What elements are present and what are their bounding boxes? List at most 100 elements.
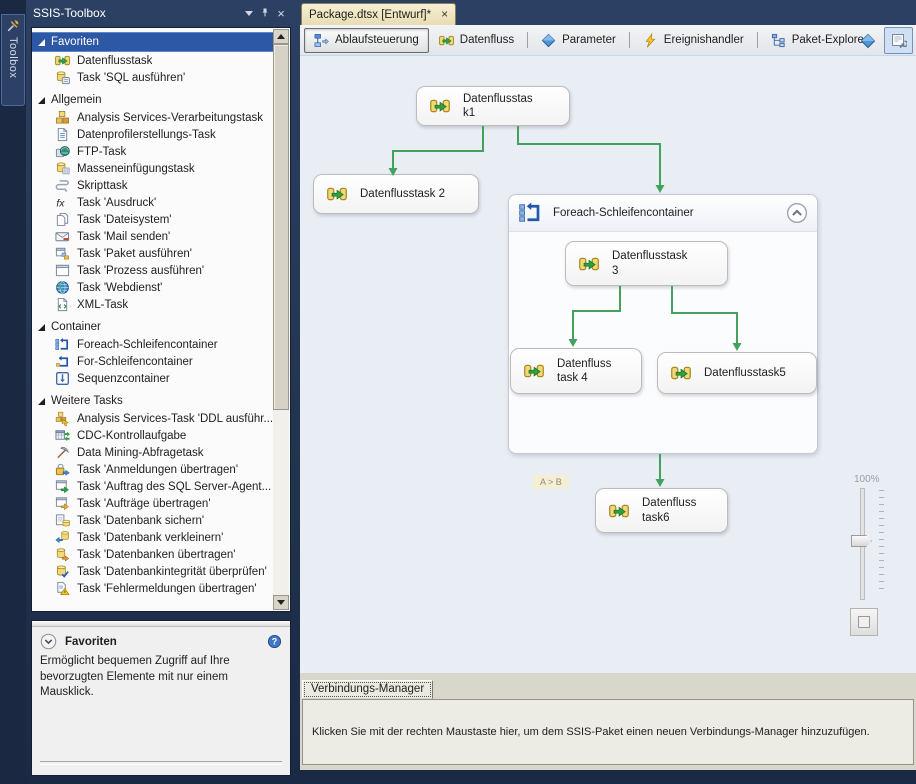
toolbox-item-sequenzcontainer[interactable]: Sequenzcontainer xyxy=(32,370,273,387)
toolbox-close-button[interactable]: × xyxy=(273,5,289,21)
toolbox-item-task-sql-ausführen[interactable]: Task 'SQL ausführen' xyxy=(32,69,273,86)
toolbox-item-task-paket-ausführen[interactable]: Task 'Paket ausführen' xyxy=(32,245,273,262)
tab-ablaufsteuerung[interactable]: Ablaufsteuerung xyxy=(304,27,429,53)
document-close-icon[interactable]: × xyxy=(441,7,449,21)
tab-datenfluss[interactable]: Datenfluss xyxy=(429,28,524,53)
toolbox-scrollbar[interactable] xyxy=(273,29,289,610)
db-check-icon xyxy=(55,564,70,579)
toolbox-item-label: Datenflusstask xyxy=(77,54,153,67)
toolbox-item-task-datenbank-sichern[interactable]: Task 'Datenbank sichern' xyxy=(32,512,273,529)
toolbox-item-label: Task 'Dateisystem' xyxy=(77,213,172,226)
scroll-down-button[interactable] xyxy=(273,595,289,610)
dataflow-icon xyxy=(521,361,547,381)
zoom-tick xyxy=(879,518,884,519)
toolbox-section-weitere-tasks[interactable]: Weitere Tasks xyxy=(32,392,273,410)
toolbox-item-task-aufträge-übertragen[interactable]: Task 'Aufträge übertragen' xyxy=(32,495,273,512)
toolbox-item-task-webdienst[interactable]: Task 'Webdienst' xyxy=(32,279,273,296)
collapse-chevron-icon[interactable] xyxy=(40,633,57,650)
diamond-icon xyxy=(860,33,876,49)
toolbox-item-datenflusstask[interactable]: Datenflusstask xyxy=(32,52,273,69)
parameters-toolbar-button[interactable] xyxy=(853,27,882,54)
toolbox-item-label: Task 'Datenbanken übertragen' xyxy=(77,548,236,561)
tab-parameter[interactable]: Parameter xyxy=(531,28,626,53)
toolbox-item-foreach-schleifencontainer[interactable]: Foreach-Schleifencontainer xyxy=(32,336,273,353)
toolbox-item-task-datenbank-verkleinern[interactable]: Task 'Datenbank verkleinern' xyxy=(32,529,273,546)
precedence-connector-2[interactable] xyxy=(517,126,661,186)
toolbox-item-xml-task[interactable]: XML-Task xyxy=(32,296,273,313)
connection-manager-panel[interactable]: Klicken Sie mit der rechten Maustaste hi… xyxy=(302,699,914,765)
help-icon[interactable] xyxy=(267,634,282,649)
scrollbar-thumb[interactable] xyxy=(273,44,289,410)
toolbox-item-analysis-services-task-ddl-ausführ[interactable]: Analysis Services-Task 'DDL ausführ... xyxy=(32,410,273,427)
toolbox-item-task-auftrag-des-sql-server-agent[interactable]: Task 'Auftrag des SQL Server-Agent... xyxy=(32,478,273,495)
toolbox-item-task-dateisystem[interactable]: Task 'Dateisystem' xyxy=(32,211,273,228)
toolbox-item-label: Data Mining-Abfragetask xyxy=(77,446,204,459)
toolbox-item-label: Skripttask xyxy=(77,179,128,192)
design-surface[interactable]: Foreach-Schleifencontainer A > B 100% Da… xyxy=(300,55,916,673)
container-title: Foreach-Schleifencontainer xyxy=(553,207,694,219)
connection-manager-tab[interactable]: Verbindungs-Manager xyxy=(302,680,434,699)
toolbox-item-ftp-task[interactable]: FTP-Task xyxy=(32,143,273,160)
zoom-tick xyxy=(879,574,884,575)
foreach-loop-container[interactable]: Foreach-Schleifencontainer xyxy=(508,194,818,454)
zoom-control: 100% xyxy=(848,474,894,636)
toolbox-section-allgemein[interactable]: Allgemein xyxy=(32,91,273,109)
zoom-slider[interactable] xyxy=(848,488,894,600)
toolbox-item-label: Analysis Services-Verarbeitungstask xyxy=(77,111,263,124)
section-label: Favoriten xyxy=(51,36,99,48)
controlflow-icon xyxy=(314,33,329,48)
toolbox-pin-button[interactable] xyxy=(257,5,273,21)
tab-paket-explorer[interactable]: Paket-Explorer xyxy=(761,28,878,53)
toolbox-item-skripttask[interactable]: Skripttask xyxy=(32,177,273,194)
scroll-up-icon xyxy=(277,34,285,39)
toolbox-section-container[interactable]: Container xyxy=(32,318,273,336)
toolbox-item-masseneinfügungstask[interactable]: Masseneinfügungstask xyxy=(32,160,273,177)
description-header: Favoriten xyxy=(32,627,290,652)
connector-arrowhead xyxy=(655,479,665,487)
designer-toolbar-right xyxy=(853,27,913,54)
tab-label: Datenfluss xyxy=(459,34,515,46)
container-header[interactable]: Foreach-Schleifencontainer xyxy=(509,195,817,232)
dataflow-task-5[interactable]: Datenflusstask5 xyxy=(657,352,817,394)
dataflow-icon xyxy=(668,363,694,383)
toolbox-item-task-mail-senden[interactable]: Task 'Mail senden' xyxy=(32,228,273,245)
toolbox-section-favoriten[interactable]: Favoriten xyxy=(32,32,273,52)
toolbox-menu-button[interactable] xyxy=(241,5,257,21)
zoom-slider-thumb[interactable] xyxy=(851,535,872,547)
tab-ereignishandler[interactable]: Ereignishandler xyxy=(633,28,754,53)
fit-to-window-icon xyxy=(858,616,870,628)
toolbox-item-task-datenbankintegrität-überprüfen[interactable]: Task 'Datenbankintegrität überprüfen' xyxy=(32,563,273,580)
toolbox-item-datenprofilerstellungs-task[interactable]: Datenprofilerstellungs-Task xyxy=(32,126,273,143)
document-tab-package[interactable]: Package.dtsx [Entwurf]* × xyxy=(301,3,457,25)
scroll-up-button[interactable] xyxy=(273,29,289,44)
toolbox-item-task-prozess-ausführen[interactable]: Task 'Prozess ausführen' xyxy=(32,262,273,279)
toolbox-item-data-mining-abfragetask[interactable]: Data Mining-Abfragetask xyxy=(32,444,273,461)
toolbox-vertical-tab[interactable]: Toolbox xyxy=(1,14,25,106)
dataflow-icon xyxy=(55,53,70,68)
dataflow-task-2[interactable]: Datenflusstask 2 xyxy=(313,174,479,214)
doc-icon xyxy=(55,127,70,142)
panel-splitter[interactable] xyxy=(32,621,290,627)
toolbox-item-task-ausdruck[interactable]: Task 'Ausdruck' xyxy=(32,194,273,211)
pin-icon xyxy=(259,7,271,19)
toolbox-item-cdc-kontrollaufgabe[interactable]: CDC-Kontrollaufgabe xyxy=(32,427,273,444)
toolbox-item-task-datenbanken-übertragen[interactable]: Task 'Datenbanken übertragen' xyxy=(32,546,273,563)
zoom-tick xyxy=(879,504,884,505)
zoom-fit-button[interactable] xyxy=(850,608,878,636)
zoom-tick xyxy=(879,560,884,561)
precedence-connector-1[interactable] xyxy=(392,126,484,169)
container-collapse-button[interactable] xyxy=(786,202,808,224)
toolbox-item-for-schleifencontainer[interactable]: For-Schleifencontainer xyxy=(32,353,273,370)
toolbox-item-label: Task 'Aufträge übertragen' xyxy=(77,497,211,510)
toolbox-item-analysis-services-verarbeitungstask[interactable]: Analysis Services-Verarbeitungstask xyxy=(32,109,273,126)
designer-options-button[interactable] xyxy=(884,27,913,54)
toolbox-item-label: Task 'Datenbank sichern' xyxy=(77,514,205,527)
toolbox-item-task-anmeldungen-übertragen[interactable]: Task 'Anmeldungen übertragen' xyxy=(32,461,273,478)
toolbox-item-task-fehlermeldungen-übertragen[interactable]: Task 'Fehlermeldungen übertragen' xyxy=(32,580,273,597)
